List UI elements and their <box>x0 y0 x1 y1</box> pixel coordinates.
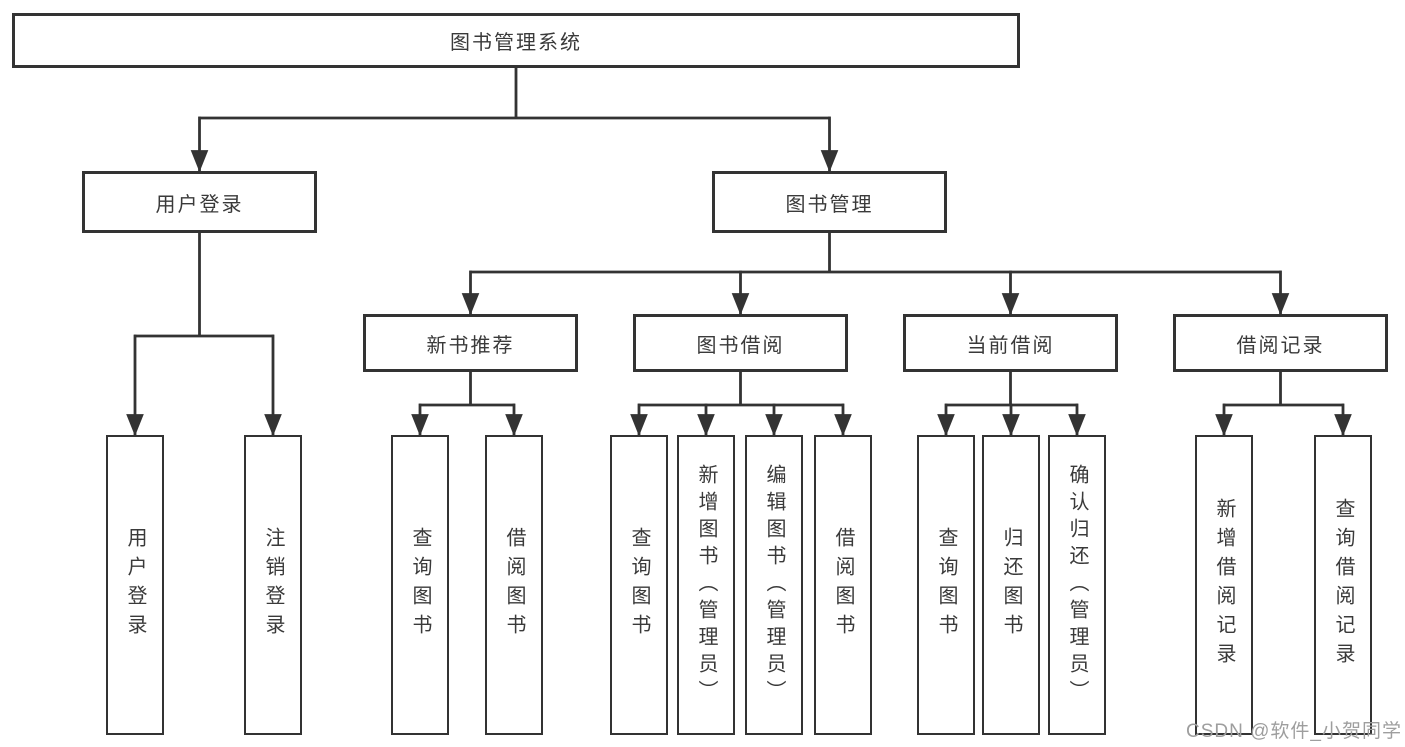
leaf-cb-return-books: 归还图书 <box>982 435 1040 735</box>
node-user-login-label: 用户登录 <box>155 193 244 216</box>
leaf-bb-query-books: 查询图书 <box>610 435 668 735</box>
connector-book-management-bus <box>469 233 1282 274</box>
connector-user-login-bus <box>134 233 274 338</box>
node-current-borrowing: 当前借阅 <box>903 314 1118 372</box>
node-current-borrowing-label: 当前借阅 <box>966 334 1055 357</box>
leaf-cb-query-books: 查询图书 <box>917 435 975 735</box>
leaf-br-add-record-label: 新增借阅记录 <box>1213 498 1235 672</box>
leaf-nb-borrow-books: 借阅图书 <box>485 435 543 735</box>
node-book-borrowing-label: 图书借阅 <box>696 334 785 357</box>
node-root-system: 图书管理系统 <box>12 13 1020 68</box>
node-borrowing-records: 借阅记录 <box>1173 314 1388 372</box>
node-root-system-label: 图书管理系统 <box>450 32 582 54</box>
connector-root-bus <box>198 68 831 120</box>
leaf-cb-confirm-return-admin: 确认归还（管理员） <box>1048 435 1106 735</box>
leaf-nb-query-books-label: 查询图书 <box>409 527 431 643</box>
leaf-br-add-record: 新增借阅记录 <box>1195 435 1253 735</box>
leaf-bb-query-books-label: 查询图书 <box>628 527 650 643</box>
node-user-login: 用户登录 <box>82 171 317 233</box>
leaf-nb-query-books: 查询图书 <box>391 435 449 735</box>
connector-new-book-bus <box>419 372 515 407</box>
leaf-bb-edit-books-admin-label: 编辑图书（管理员） <box>763 463 785 707</box>
node-new-book-recommend-label: 新书推荐 <box>426 334 515 357</box>
leaf-br-query-record-label: 查询借阅记录 <box>1332 498 1354 672</box>
node-borrowing-records-label: 借阅记录 <box>1236 334 1325 357</box>
connector-current-borrowing-bus <box>945 372 1078 407</box>
node-new-book-recommend: 新书推荐 <box>363 314 578 372</box>
leaf-logout-label: 注销登录 <box>262 527 284 643</box>
leaf-bb-add-books-admin: 新增图书（管理员） <box>677 435 735 735</box>
connector-borrowing-records-bus <box>1223 372 1344 407</box>
node-book-management: 图书管理 <box>712 171 947 233</box>
leaf-cb-query-books-label: 查询图书 <box>935 527 957 643</box>
leaf-user-login: 用户登录 <box>106 435 164 735</box>
leaf-bb-borrow-books: 借阅图书 <box>814 435 872 735</box>
leaf-logout: 注销登录 <box>244 435 302 735</box>
csdn-watermark: CSDN @软件_小贺同学 <box>1186 721 1402 742</box>
leaf-user-login-label: 用户登录 <box>124 527 146 643</box>
leaf-bb-add-books-admin-label: 新增图书（管理员） <box>695 463 717 707</box>
leaf-cb-return-books-label: 归还图书 <box>1000 527 1022 643</box>
leaf-cb-confirm-return-admin-label: 确认归还（管理员） <box>1066 463 1088 707</box>
leaf-bb-borrow-books-label: 借阅图书 <box>832 527 854 643</box>
connector-book-borrowing-bus <box>638 372 844 407</box>
node-book-borrowing: 图书借阅 <box>633 314 848 372</box>
node-book-management-label: 图书管理 <box>785 193 874 216</box>
leaf-br-query-record: 查询借阅记录 <box>1314 435 1372 735</box>
leaf-bb-edit-books-admin: 编辑图书（管理员） <box>745 435 803 735</box>
leaf-nb-borrow-books-label: 借阅图书 <box>503 527 525 643</box>
